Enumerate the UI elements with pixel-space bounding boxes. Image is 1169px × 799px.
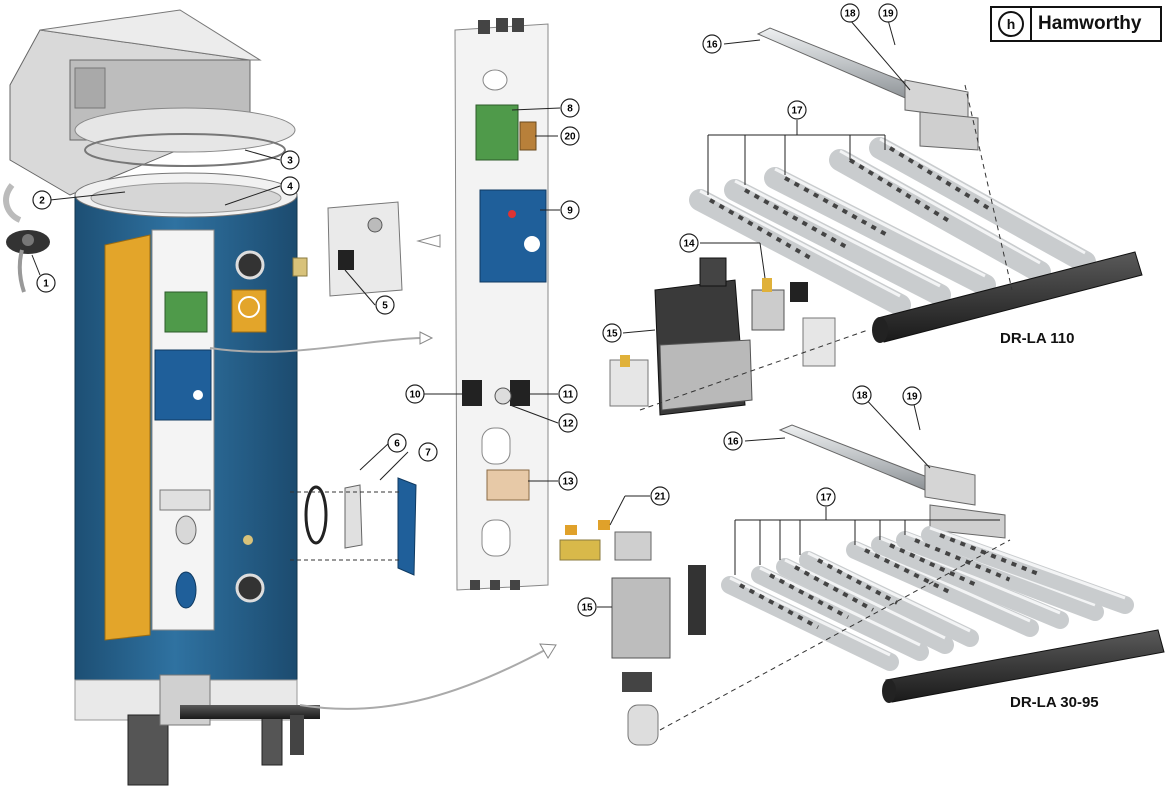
transformer <box>486 469 530 501</box>
callout-number-c3: 3 <box>287 156 293 167</box>
callout-circle-c19a <box>878 3 898 23</box>
callout-circle-c8 <box>560 98 580 118</box>
callout-number-c14: 14 <box>683 239 695 250</box>
burners110-tube-3 <box>764 167 996 296</box>
relay-panel-part <box>327 201 403 297</box>
callout-circle-c6 <box>387 433 407 453</box>
callout-number-c19b: 19 <box>906 392 918 403</box>
control-unit <box>479 189 547 283</box>
callout-number-c13: 13 <box>562 477 574 488</box>
callout-circle-c10 <box>405 384 425 404</box>
callout-number-c10: 10 <box>409 390 421 401</box>
callout-circle-c11 <box>558 384 578 404</box>
callout-circle-c19b <box>902 386 922 406</box>
callout-circle-c20 <box>560 126 580 146</box>
callout-number-c7: 7 <box>425 448 431 459</box>
callout-number-c1: 1 <box>43 279 49 290</box>
callout-circle-c17a <box>787 100 807 120</box>
callout-number-c15b: 15 <box>581 603 593 614</box>
callout-circle-c2 <box>32 190 52 210</box>
callout-number-c12: 12 <box>562 419 574 430</box>
brand-name: Hamworthy <box>1038 13 1142 34</box>
burners110-tube-5 <box>869 137 1096 273</box>
gas-valve-30-95 <box>559 520 706 746</box>
burners110-tube-1 <box>689 189 911 316</box>
callout-number-c9: 9 <box>567 206 573 217</box>
callout-circle-c15a <box>602 323 622 343</box>
pcb-board <box>475 104 519 161</box>
logo-divider <box>1030 6 1032 42</box>
callout-circle-c16a <box>702 34 722 54</box>
burner-assembly-30-95 <box>559 424 1165 746</box>
callout-number-c8: 8 <box>567 104 573 115</box>
burner-assembly-110 <box>609 27 1143 416</box>
callout-circle-c18a <box>840 3 860 23</box>
inspection-door-parts <box>290 477 417 576</box>
ignition-lead-part <box>6 230 50 293</box>
callout-circle-c18b <box>852 385 872 405</box>
callout-circle-c12 <box>558 413 578 433</box>
callout-number-c6: 6 <box>394 439 400 450</box>
callout-number-c18b: 18 <box>856 391 868 402</box>
callout-circle-c9 <box>560 200 580 220</box>
callout-circle-c14 <box>679 233 699 253</box>
flue-hood <box>9 9 296 196</box>
callout-number-c15a: 15 <box>606 329 618 340</box>
model-label-30-95: DR-LA 30-95 <box>1010 694 1099 711</box>
side-flap <box>104 234 151 641</box>
gas-valve-110 <box>609 257 753 416</box>
brand-logo: h Hamworthy <box>990 6 1162 42</box>
solenoid-14 <box>751 278 836 367</box>
callout-number-c19a: 19 <box>882 9 894 20</box>
callout-circle-c16b <box>723 431 743 451</box>
callout-number-c17a: 17 <box>791 106 803 117</box>
callout-number-c4: 4 <box>287 182 293 193</box>
control-panel-strip <box>454 18 549 591</box>
burners110-tube-4 <box>829 149 1051 283</box>
callout-number-c17b: 17 <box>820 493 832 504</box>
front-panel <box>151 229 215 631</box>
callout-circle-c1 <box>36 273 56 293</box>
burners95-tube-8 <box>921 526 1134 614</box>
callout-circle-c13 <box>558 471 578 491</box>
callout-circle-c7 <box>418 442 438 462</box>
callout-number-c11: 11 <box>563 390 574 401</box>
callout-number-c5: 5 <box>382 301 388 312</box>
callout-number-c21: 21 <box>654 492 666 503</box>
brand-mark-icon: h <box>998 11 1024 37</box>
callout-circle-c15b <box>577 597 597 617</box>
burners110-tube-2 <box>724 179 951 306</box>
callout-circle-c3 <box>280 150 300 170</box>
callout-number-c20: 20 <box>564 132 576 143</box>
model-label-110: DR-LA 110 <box>1000 330 1074 347</box>
callout-number-c16a: 16 <box>706 40 718 51</box>
left-arrow <box>416 234 441 248</box>
callout-number-c2: 2 <box>39 196 45 207</box>
burners95-tube-5 <box>846 541 1039 637</box>
callout-circle-c17b <box>816 487 836 507</box>
callout-circle-c5 <box>375 295 395 315</box>
callout-circle-c4 <box>280 176 300 196</box>
callout-circle-c21 <box>650 486 670 506</box>
base-gas-train <box>159 674 320 755</box>
callout-number-c16b: 16 <box>727 437 739 448</box>
leader-lines <box>31 19 1000 608</box>
callout-number-c18a: 18 <box>844 9 856 20</box>
curved-arrow <box>3 183 22 223</box>
water-heater <box>3 9 557 786</box>
